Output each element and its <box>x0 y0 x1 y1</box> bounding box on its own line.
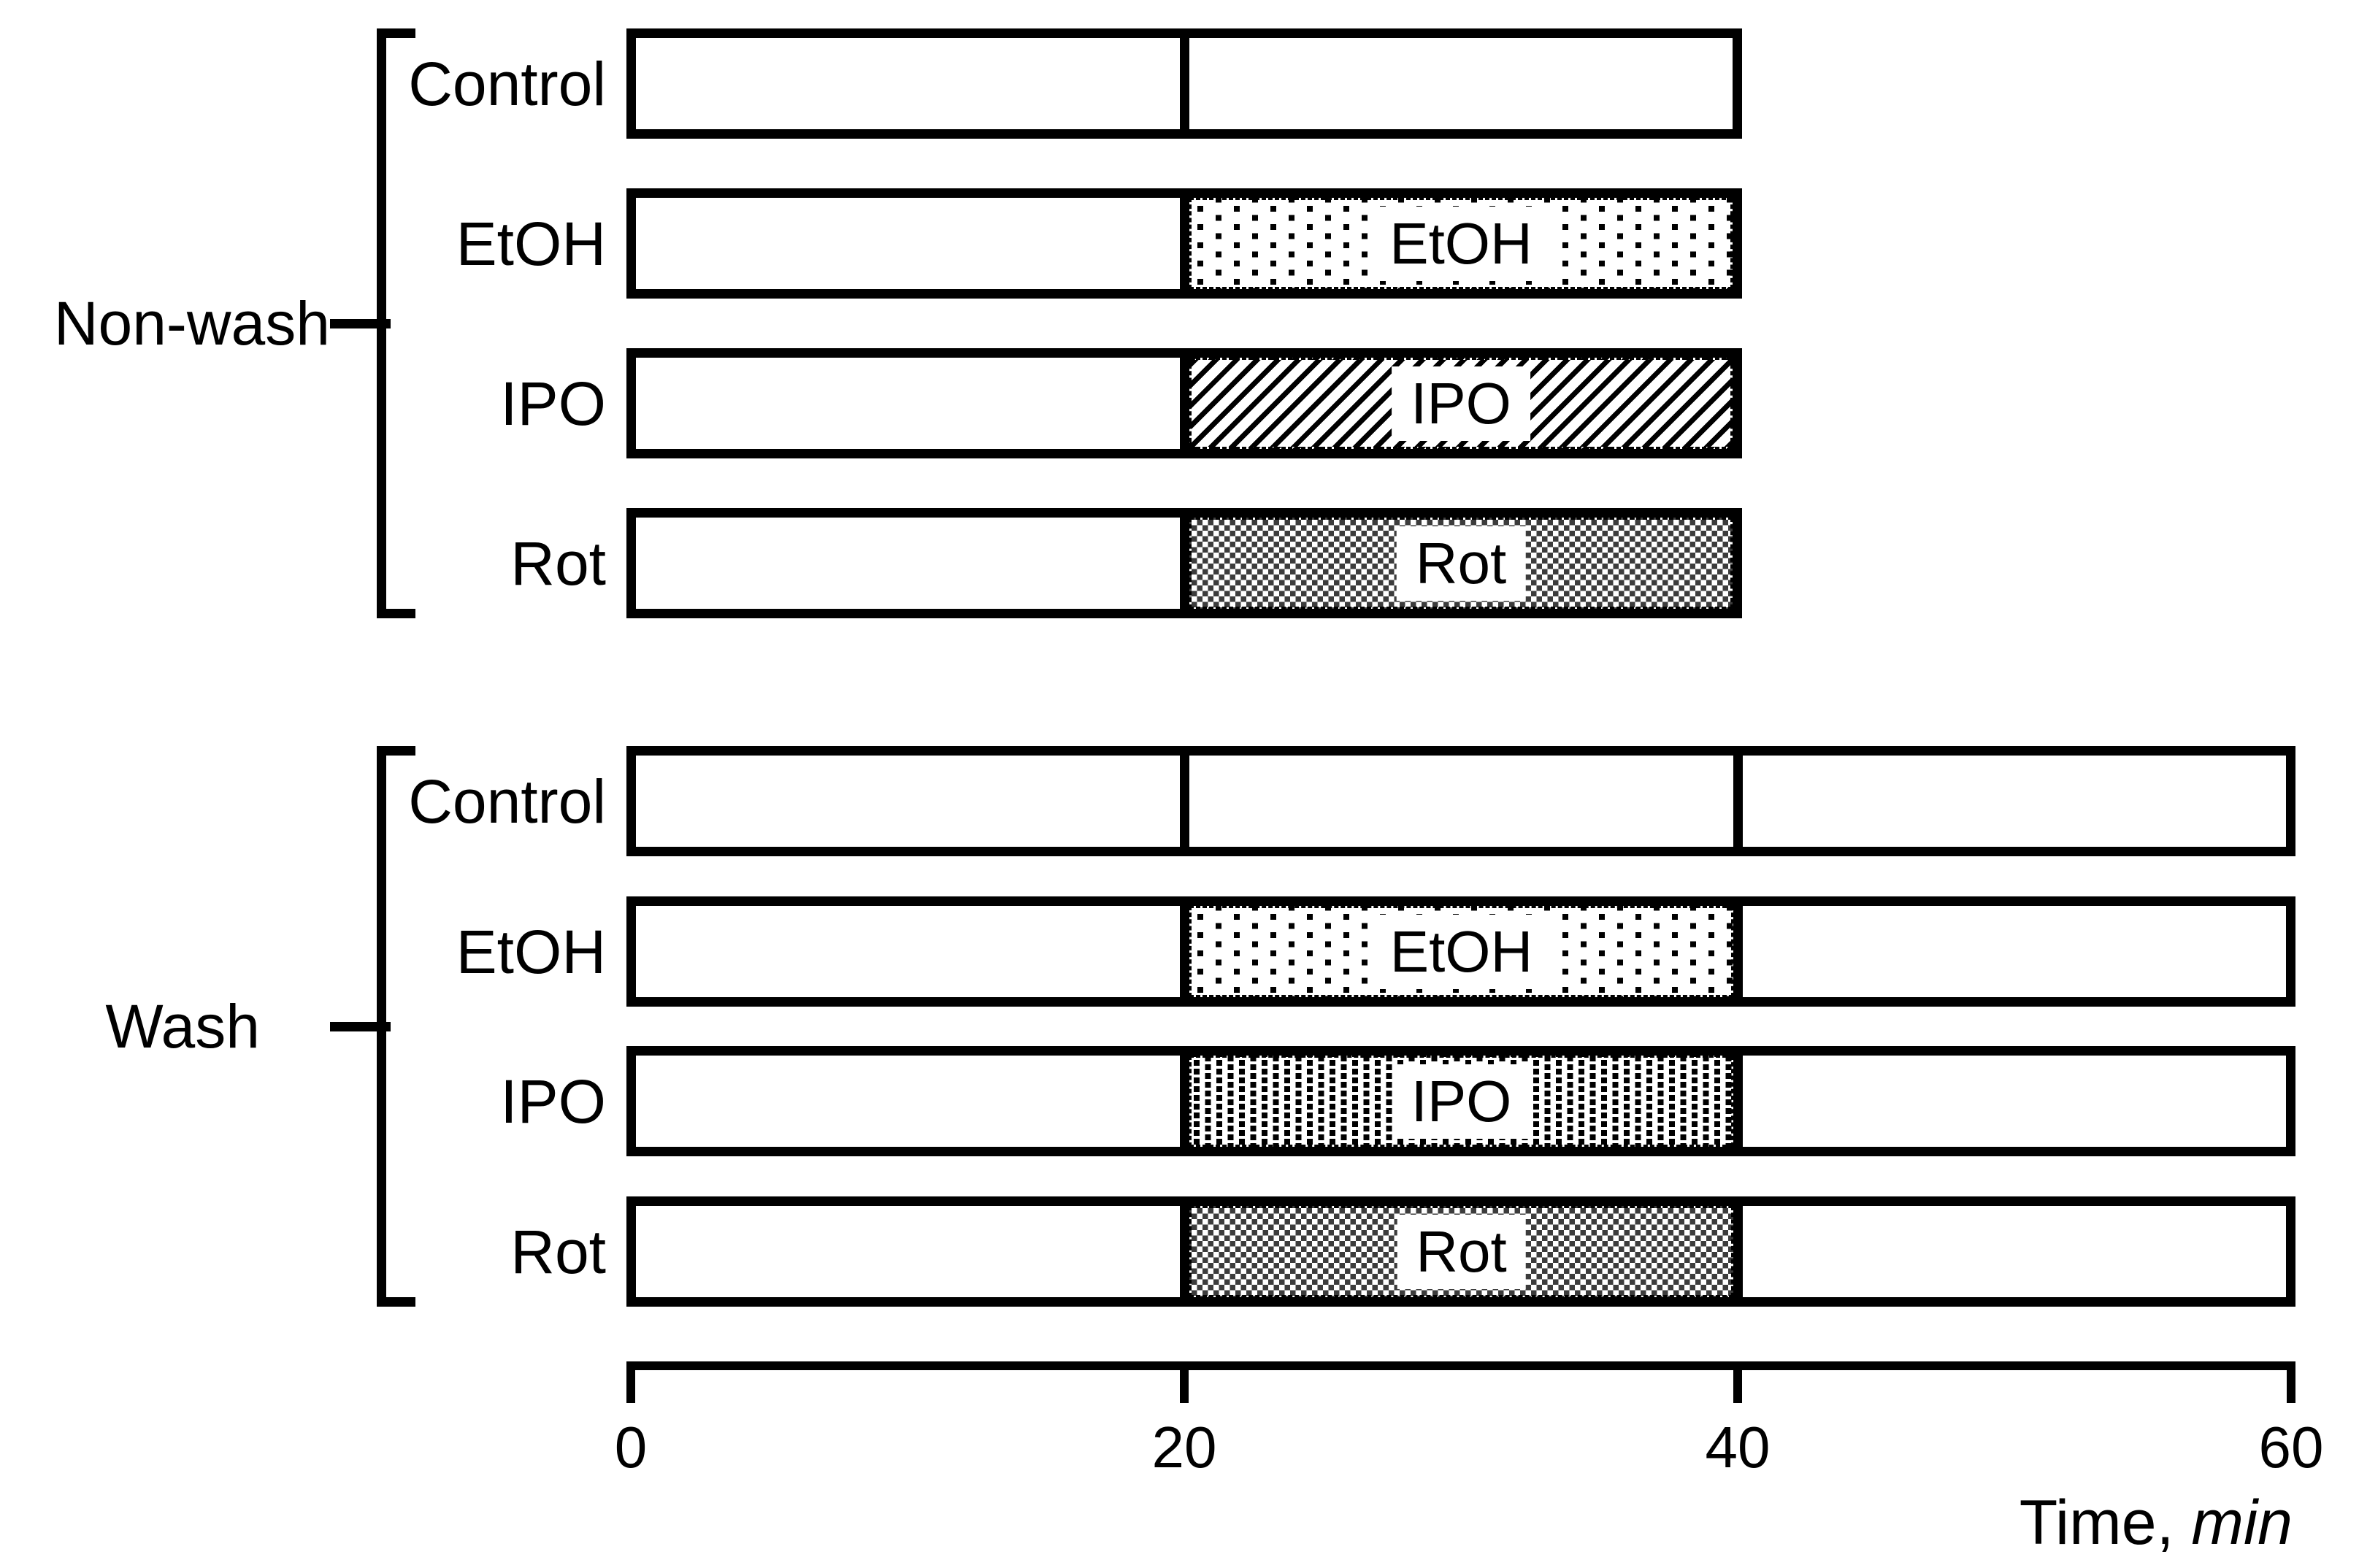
treatment-pattern-etoh: EtOH <box>1189 906 1733 997</box>
phase-divider-40min <box>1733 1056 1743 1147</box>
treatment-label-box: IPO <box>1392 366 1530 441</box>
phase-divider-20min <box>1180 906 1189 997</box>
treatment-label-box: EtOH <box>1370 914 1552 989</box>
treatment-pattern-rot: Rot <box>1189 1206 1733 1297</box>
timeline-bar-nonwash-control <box>626 28 1742 139</box>
non-wash-bracket-bottom-arm <box>377 609 415 618</box>
row-label-ipo: IPO <box>500 1067 606 1136</box>
non-wash-connector-line <box>330 319 391 328</box>
row-label-control: Control <box>408 49 606 118</box>
row-label-control: Control <box>408 766 606 836</box>
axis-title-prefix: Time, <box>2019 1488 2192 1558</box>
non-wash-bracket-top-arm <box>377 28 415 38</box>
axis-title-unit: min <box>2191 1488 2293 1558</box>
treatment-pattern-etoh: EtOH <box>1189 198 1733 289</box>
wash-bracket-bottom-arm <box>377 1297 415 1307</box>
phase-divider-20min <box>1180 518 1189 609</box>
time-axis-line <box>626 1361 2295 1370</box>
phase-divider-20min <box>1180 358 1189 449</box>
treatment-pattern-ipo: IPO <box>1189 1056 1733 1147</box>
treatment-label-ipo: IPO <box>1411 370 1511 436</box>
timeline-bar-wash-control <box>626 746 2295 856</box>
time-axis-tick-40 <box>1733 1370 1742 1403</box>
timeline-bar-wash-etoh: EtOH <box>626 896 2295 1007</box>
phase-divider-40min <box>1733 906 1743 997</box>
time-axis-tick-60 <box>2287 1370 2295 1403</box>
row-label-rot: Rot <box>510 1217 606 1286</box>
treatment-pattern-rot: Rot <box>1189 518 1733 609</box>
timeline-bar-nonwash-etoh: EtOH <box>626 188 1742 299</box>
row-label-etoh: EtOH <box>456 209 606 278</box>
timeline-bar-nonwash-rot: Rot <box>626 508 1742 618</box>
group-label-non-wash: Non-wash <box>53 289 330 358</box>
timeline-bar-nonwash-ipo: IPO <box>626 348 1742 458</box>
tick-label-40: 40 <box>1705 1415 1771 1480</box>
treatment-label-box: EtOH <box>1370 206 1551 281</box>
tick-label-60: 60 <box>2258 1415 2324 1480</box>
time-axis-tick-0 <box>626 1370 635 1403</box>
treatment-label-rot: Rot <box>1416 1218 1507 1284</box>
non-wash-bracket <box>377 28 386 618</box>
tick-label-0: 0 <box>614 1415 648 1480</box>
time-axis-tick-20 <box>1180 1370 1189 1403</box>
treatment-label-etoh: EtOH <box>1389 918 1533 984</box>
treatment-label-box: Rot <box>1396 526 1526 601</box>
treatment-label-ipo: IPO <box>1411 1068 1512 1134</box>
wash-connector-line <box>330 1022 391 1031</box>
treatment-label-box: Rot <box>1397 1214 1526 1289</box>
treatment-label-box: IPO <box>1392 1064 1531 1139</box>
phase-divider-20min <box>1180 1056 1189 1147</box>
treatment-pattern-ipo: IPO <box>1189 358 1733 449</box>
row-label-rot: Rot <box>510 529 606 598</box>
wash-bracket-top-arm <box>377 746 415 756</box>
group-label-wash: Wash <box>105 992 260 1061</box>
tick-label-20: 20 <box>1151 1415 1217 1480</box>
phase-divider-40min <box>1733 1206 1743 1297</box>
timeline-bar-wash-rot: Rot <box>626 1196 2295 1307</box>
axis-title: Time, min <box>1708 1491 2293 1554</box>
treatment-label-rot: Rot <box>1415 530 1507 596</box>
phase-divider-20min <box>1180 198 1189 289</box>
wash-bracket <box>377 746 386 1307</box>
phase-divider-20min <box>1180 756 1189 847</box>
phase-divider-40min <box>1733 756 1743 847</box>
row-label-etoh: EtOH <box>456 917 606 986</box>
treatment-label-etoh: EtOH <box>1389 210 1533 276</box>
timeline-bar-wash-ipo: IPO <box>626 1046 2295 1156</box>
row-label-ipo: IPO <box>500 369 606 438</box>
phase-divider-20min <box>1180 38 1189 129</box>
phase-divider-20min <box>1180 1206 1189 1297</box>
